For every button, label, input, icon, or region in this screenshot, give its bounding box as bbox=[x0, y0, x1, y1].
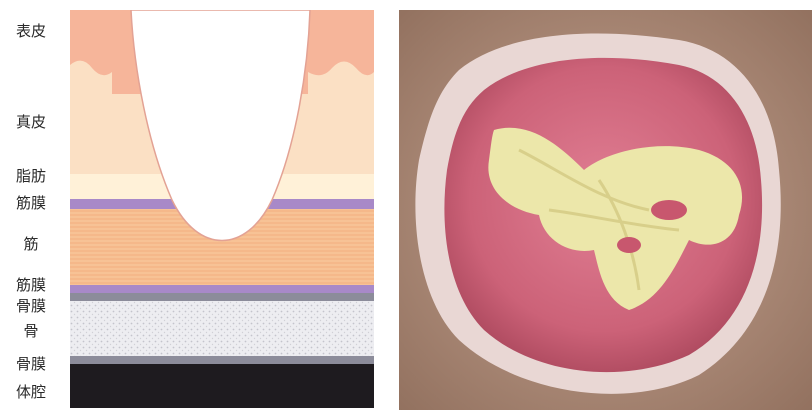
granulation-patch bbox=[617, 237, 641, 253]
label-fascia-upper: 筋膜 bbox=[6, 194, 56, 212]
label-fat: 脂肪 bbox=[6, 167, 56, 185]
periosteum-upper-layer bbox=[70, 293, 374, 301]
label-periosteum-lower: 骨膜 bbox=[6, 355, 56, 373]
granulation-patch bbox=[651, 200, 687, 220]
bone-texture bbox=[70, 301, 374, 356]
label-fascia-lower: 筋膜 bbox=[6, 276, 56, 294]
label-dermis: 真皮 bbox=[6, 113, 56, 131]
periosteum-lower-layer bbox=[70, 356, 374, 364]
pressure-ulcer-photo bbox=[399, 10, 812, 410]
label-epidermis: 表皮 bbox=[6, 22, 56, 40]
body-cavity-layer bbox=[70, 364, 374, 408]
label-periosteum-upper: 骨膜 bbox=[6, 297, 56, 315]
label-bone: 骨 bbox=[6, 322, 56, 340]
fascia-lower-layer bbox=[70, 285, 374, 293]
label-body-cavity: 体腔 bbox=[6, 383, 56, 401]
layer-labels: 表皮 真皮 脂肪 筋膜 筋 筋膜 骨膜 骨 骨膜 体腔 bbox=[0, 0, 60, 417]
label-muscle: 筋 bbox=[6, 235, 56, 253]
pressure-ulcer-depth-diagram bbox=[70, 10, 374, 408]
